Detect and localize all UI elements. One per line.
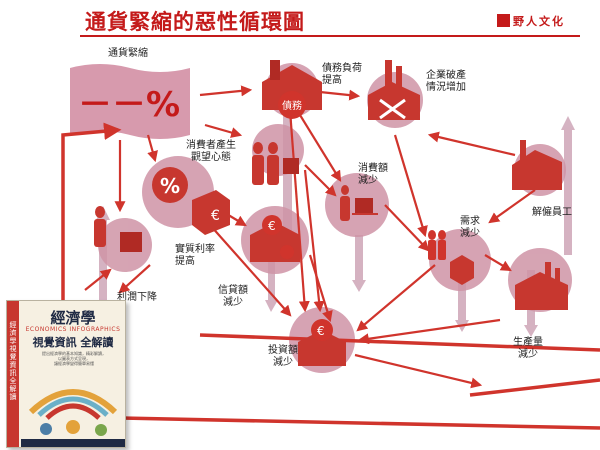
production-factory — [515, 262, 568, 310]
flow-arrows — [84, 85, 536, 389]
book-subtitle-en: ECONOMICS INFOGRAPHICS — [25, 326, 121, 333]
label-wait-and-see: 消費者產生 觀望心態 — [186, 140, 236, 163]
book-cover: 經濟學視覺資訊全解讀 經濟學 ECONOMICS INFOGRAPHICS 視覺… — [6, 300, 126, 448]
label-production: 生產量 減少 — [513, 337, 543, 360]
label-credit: 信貸額 減少 — [218, 285, 248, 308]
book-blurb: 提出經濟學的基本知識，精彩解讀， 以圖表方式呈現， 讓經濟學變得簡單易懂 — [42, 351, 106, 366]
label-deflation: 通貨緊縮 — [108, 48, 148, 59]
book-spine: 經濟學視覺資訊全解讀 — [7, 301, 19, 447]
percent-circle — [152, 167, 188, 203]
profit-figures — [94, 206, 142, 252]
bank-building: € — [250, 215, 300, 262]
investment-building: € — [298, 319, 346, 366]
svg-text:€: € — [268, 219, 276, 233]
page-title: 通貨緊縮的惡性循環圖 — [85, 9, 305, 34]
label-profit: 利潤下降 — [117, 292, 157, 303]
outer-loop — [61, 122, 600, 430]
layoff-factory — [512, 140, 562, 190]
debt-building — [262, 60, 322, 110]
svg-text:€: € — [211, 208, 220, 224]
label-consumption: 消費額 減少 — [358, 163, 388, 186]
label-demand: 需求 減少 — [460, 216, 480, 239]
publisher-name: 野人文化 — [513, 15, 565, 28]
label-real-rate: 實質利率 提高 — [175, 244, 215, 267]
debt-badge: 債務 — [282, 99, 302, 112]
bankruptcy-factory — [368, 60, 420, 120]
label-bankruptcy: 企業破產 情況增加 — [426, 70, 466, 93]
seal-icon — [497, 14, 510, 27]
publisher-logo: 野人文化 — [497, 13, 565, 29]
book-title: 經濟學 — [50, 309, 96, 327]
book-spine-text: 經濟學視覺資訊全解讀 — [9, 321, 17, 401]
svg-text:€: € — [317, 324, 325, 338]
shopping-cart — [340, 185, 378, 221]
label-debt: 債務負荷 提高 — [322, 63, 362, 86]
book-illustration — [21, 389, 125, 447]
euro-box: € — [192, 190, 230, 235]
debt-badge-circle — [278, 91, 306, 119]
label-investment: 投資額 減少 — [268, 345, 298, 368]
label-layoffs: 解僱員工 — [532, 207, 572, 218]
demand-box — [450, 255, 474, 285]
consumer-figures — [252, 142, 299, 185]
demand-figures — [428, 230, 446, 260]
deflation-banner — [70, 64, 190, 139]
real-rate-symbol: % — [160, 174, 180, 198]
deflation-symbol: －－% — [78, 85, 180, 125]
book-subtitle: 視覺資訊 全解讀 — [32, 336, 114, 349]
title-divider — [80, 35, 580, 37]
